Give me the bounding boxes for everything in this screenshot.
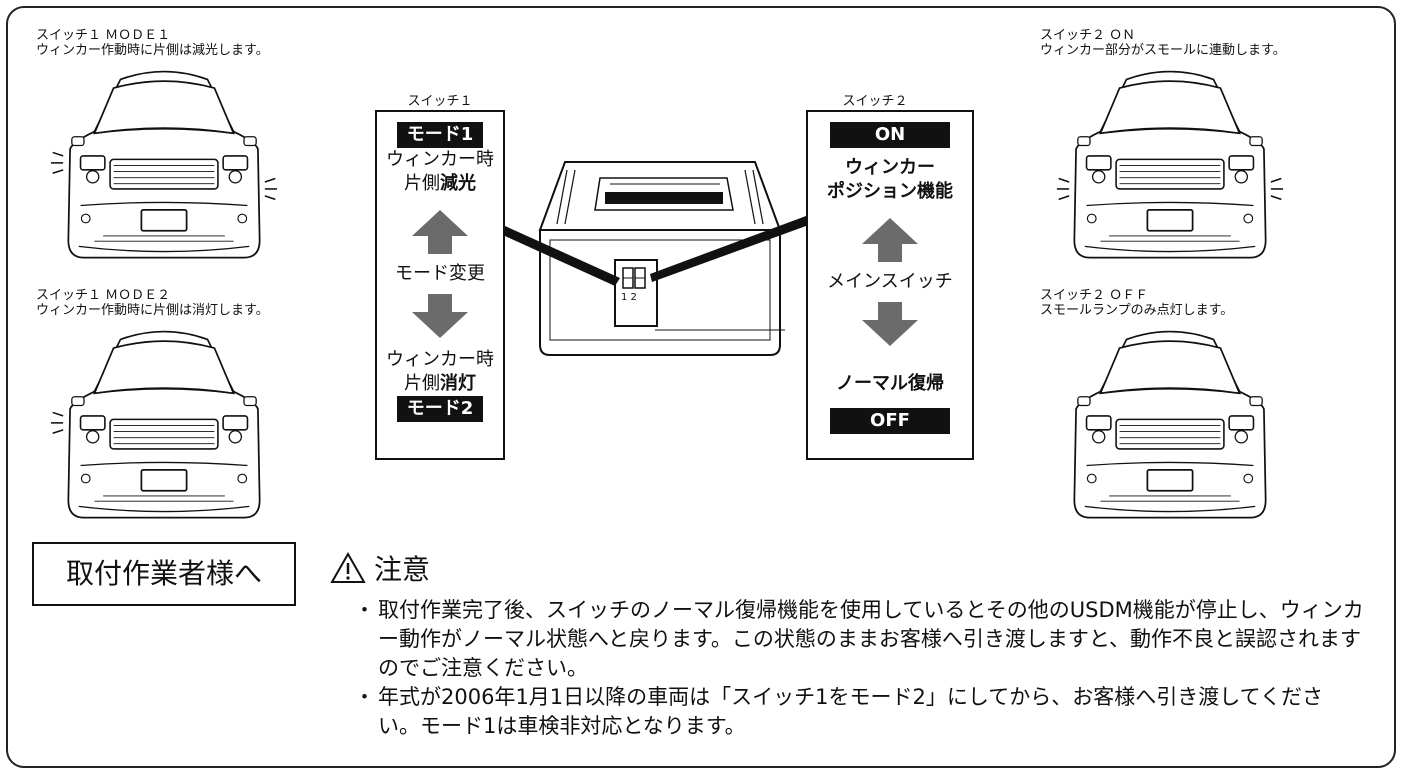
caption-desc: ウィンカー作動時に片側は消灯します。: [36, 303, 269, 318]
mode1-line1: ウィンカー時: [386, 149, 494, 170]
mode-change-label: モード変更: [395, 263, 485, 284]
caption-switch2-off: スイッチ２ ＯＦＦ スモールランプのみ点灯します。: [1040, 288, 1233, 318]
mode1-line2: 片側減光: [404, 173, 476, 194]
note-text: 年式が2006年1月1日以降の車両は「スイッチ1をモード2」にしてから、お客様へ…: [378, 685, 1323, 738]
warning-title: 注意: [374, 553, 431, 586]
arrow-up-icon: [862, 218, 918, 262]
mode2-badge: モード2: [396, 396, 484, 422]
switch2-top-line2: ポジション機能: [827, 181, 953, 202]
arrow-down-icon: [412, 294, 468, 338]
caption-title: スイッチ１ ＭＯＤＥ１: [36, 28, 171, 43]
warning-note-2: ・ 年式が2006年1月1日以降の車両は「スイッチ1をモード2」にしてから、お客…: [354, 683, 1364, 741]
main-switch-label: メインスイッチ: [827, 271, 953, 292]
switch2-top-line1: ウィンカー: [845, 157, 935, 178]
on-badge: ON: [830, 122, 950, 148]
caption-title: スイッチ２ ＯＮ: [1040, 28, 1136, 43]
warning-note-1: ・ 取付作業完了後、スイッチのノーマル復帰機能を使用しているとその他のUSDM機…: [354, 596, 1364, 683]
off-badge: OFF: [830, 408, 950, 434]
bullet-icon: ・: [354, 598, 375, 622]
caption-switch1-mode1: スイッチ１ ＭＯＤＥ１ ウィンカー作動時に片側は減光します。: [36, 28, 269, 58]
switch1-panel: モード1 ウィンカー時 片側減光 モード変更 ウィンカー時 片側消灯 モード2: [375, 110, 505, 460]
warning-notes: ・ 取付作業完了後、スイッチのノーマル復帰機能を使用しているとその他のUSDM機…: [354, 596, 1364, 741]
svg-text:1 2: 1 2: [621, 292, 637, 303]
caption-title: スイッチ２ ＯＦＦ: [1040, 288, 1149, 303]
arrow-up-icon: [412, 210, 468, 254]
caption-desc: スモールランプのみ点灯します。: [1040, 303, 1234, 318]
mode2-line1: ウィンカー時: [386, 349, 494, 370]
controller-unit-illustration: 1 2: [538, 161, 785, 356]
bullet-icon: ・: [354, 685, 375, 709]
outer-frame: [6, 6, 1396, 768]
switch2-panel: ON ウィンカー ポジション機能 メインスイッチ ノーマル復帰 OFF: [806, 110, 974, 460]
switch2-label: スイッチ２: [842, 94, 908, 109]
switch1-label: スイッチ１: [407, 94, 473, 109]
caption-title: スイッチ１ ＭＯＤＥ２: [36, 288, 171, 303]
caption-switch1-mode2: スイッチ１ ＭＯＤＥ２ ウィンカー作動時に片側は消灯します。: [36, 288, 269, 318]
note-text: 取付作業完了後、スイッチのノーマル復帰機能を使用しているとその他のUSDM機能が…: [378, 598, 1364, 680]
mode2-line2: 片側消灯: [404, 373, 476, 394]
normal-restore-label: ノーマル復帰: [836, 373, 944, 394]
warning-triangle-icon: [330, 552, 366, 583]
warning-heading: 注意: [330, 548, 430, 588]
caption-switch2-on: スイッチ２ ＯＮ ウィンカー部分がスモールに連動します。: [1040, 28, 1286, 58]
installer-note-box: 取付作業者様へ: [32, 542, 296, 606]
caption-desc: ウィンカー部分がスモールに連動します。: [1040, 43, 1286, 58]
mode1-badge: モード1: [396, 122, 484, 148]
arrow-down-icon: [862, 302, 918, 346]
caption-desc: ウィンカー作動時に片側は減光します。: [36, 43, 269, 58]
